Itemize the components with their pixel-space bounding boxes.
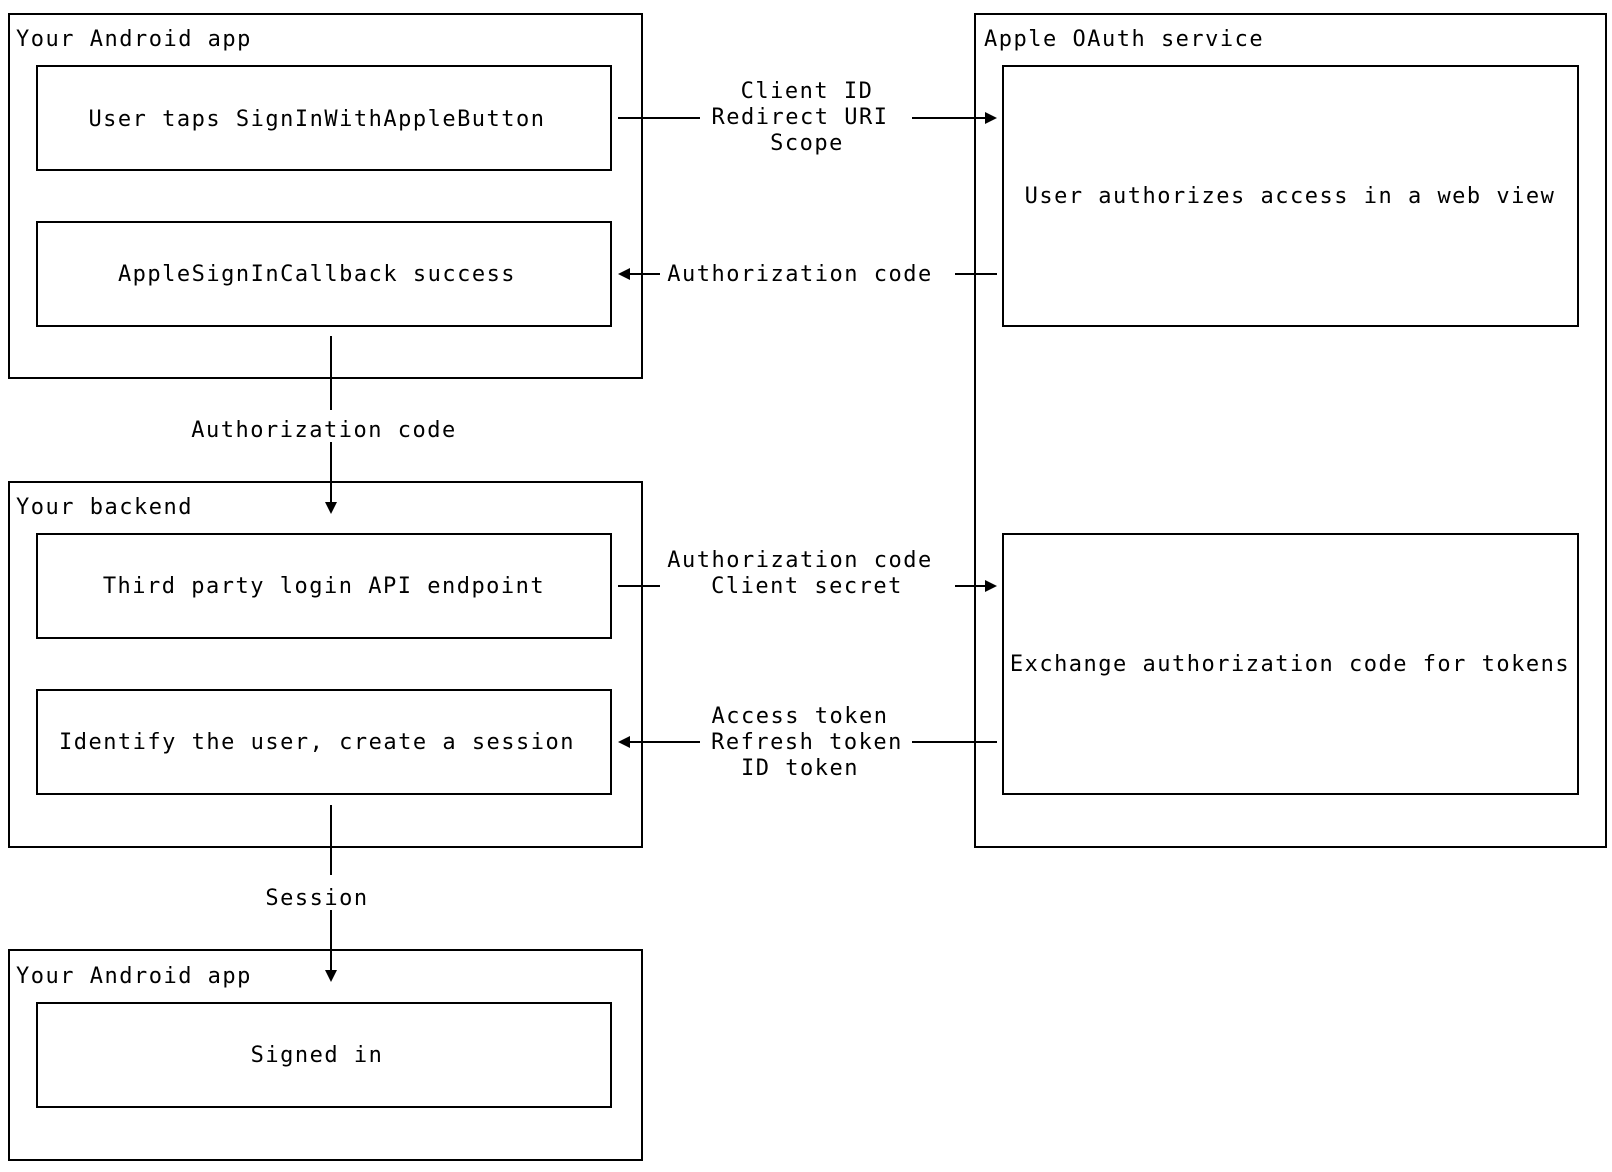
group-apple-oauth-service: Apple OAuth service: [974, 13, 1607, 848]
group-backend: Your backend: [8, 481, 643, 848]
node-third-party-login-endpoint: Third party login API endpoint: [36, 533, 612, 639]
node-callback-success: AppleSignInCallback success: [36, 221, 612, 327]
edge-label-backend-auth-code: Authorization code: [667, 548, 932, 573]
edge-request-to-apple: Client ID Redirect URI Scope: [618, 79, 997, 156]
node-identify-user: Identify the user, create a session: [36, 689, 612, 795]
edge-tokens-return: Access token Refresh token ID token: [618, 704, 997, 781]
edge-label-redirect-uri: Redirect URI: [712, 105, 889, 130]
node-signed-in: Signed in: [36, 1002, 612, 1108]
group-title-apple-oauth-service: Apple OAuth service: [984, 27, 1264, 52]
arrow-head-backend-apple: [985, 580, 997, 592]
group-android-app-top: Your Android app: [8, 13, 643, 379]
edge-label-auth-code-return: Authorization code: [667, 262, 932, 287]
group-title-android-app-bottom: Your Android app: [16, 964, 252, 989]
arrow-head-app-backend: [325, 502, 337, 514]
edge-label-session: Session: [265, 886, 368, 911]
arrow-head-session: [325, 970, 337, 982]
edge-app-to-backend: Authorization code: [191, 336, 456, 514]
edge-session: Session: [265, 805, 368, 982]
node-label-user-taps: User taps SignInWithAppleButton: [88, 107, 545, 132]
edge-label-app-to-backend: Authorization code: [191, 418, 456, 443]
edge-label-id-token: ID token: [741, 756, 859, 781]
group-android-app-bottom: Your Android app: [8, 949, 643, 1161]
edge-label-client-secret: Client secret: [711, 574, 903, 599]
node-label-user-authorizes: User authorizes access in a web view: [1025, 184, 1556, 209]
node-label-signed-in: Signed in: [251, 1043, 384, 1068]
node-label-third-party-endpoint: Third party login API endpoint: [103, 574, 545, 599]
edge-label-access-token: Access token: [712, 704, 889, 729]
edge-backend-to-apple: Authorization code Client secret: [618, 548, 997, 599]
group-title-android-app-top: Your Android app: [16, 27, 252, 52]
node-label-callback-success: AppleSignInCallback success: [118, 262, 516, 287]
arrow-head-auth-return: [618, 268, 630, 280]
edge-label-scope: Scope: [770, 131, 844, 156]
node-label-exchange-code: Exchange authorization code for tokens: [1010, 652, 1570, 677]
node-exchange-code: Exchange authorization code for tokens: [1002, 533, 1579, 795]
group-title-backend: Your backend: [16, 495, 193, 520]
node-user-taps-sign-in-button: User taps SignInWithAppleButton: [36, 65, 612, 171]
node-user-authorizes: User authorizes access in a web view: [1002, 65, 1579, 327]
edge-label-refresh-token: Refresh token: [711, 730, 903, 755]
edge-auth-code-return: Authorization code: [618, 262, 997, 287]
arrow-head-tokens: [618, 736, 630, 748]
edge-label-client-id: Client ID: [741, 79, 874, 104]
node-label-identify-user: Identify the user, create a session: [59, 730, 575, 755]
arrow-head-request: [985, 112, 997, 124]
